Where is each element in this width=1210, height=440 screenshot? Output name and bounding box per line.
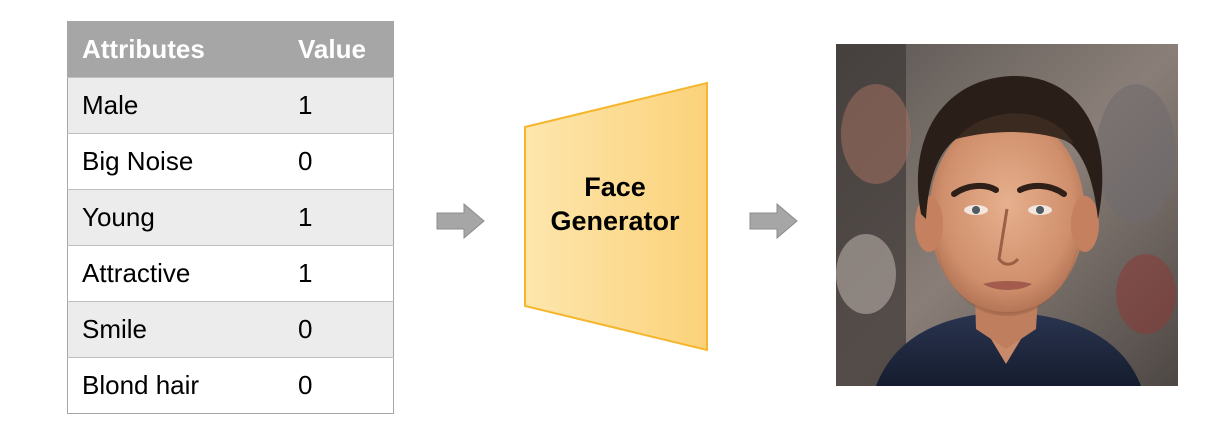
attribute-table: Attributes Value Male 1 Big Noise 0 Youn… [67,21,394,414]
table-row: Smile 0 [67,301,394,358]
table-row: Attractive 1 [67,245,394,302]
attribute-name: Young [67,189,294,246]
attribute-value: 1 [294,189,394,246]
value-column-header: Value [294,21,394,78]
generator-label-line1: Face [584,172,646,202]
attribute-value: 0 [294,133,394,190]
attribute-name: Blond hair [67,357,294,414]
attribute-value: 1 [294,77,394,134]
right-arrow-icon [749,203,798,239]
table-row: Big Noise 0 [67,133,394,190]
generated-face-image [836,44,1178,386]
attribute-column-header: Attributes [67,21,294,78]
generator-label: Face Generator [520,170,710,238]
table-row: Male 1 [67,77,394,134]
right-arrow-icon [436,203,485,239]
attribute-name: Male [67,77,294,134]
attribute-value: 0 [294,301,394,358]
table-header-row: Attributes Value [67,21,394,78]
attribute-value: 0 [294,357,394,414]
table-row: Blond hair 0 [67,357,394,414]
attribute-name: Smile [67,301,294,358]
generator-label-line2: Generator [550,206,680,236]
attribute-value: 1 [294,245,394,302]
face-generator-block [524,81,708,352]
attribute-name: Big Noise [67,133,294,190]
attribute-name: Attractive [67,245,294,302]
table-row: Young 1 [67,189,394,246]
